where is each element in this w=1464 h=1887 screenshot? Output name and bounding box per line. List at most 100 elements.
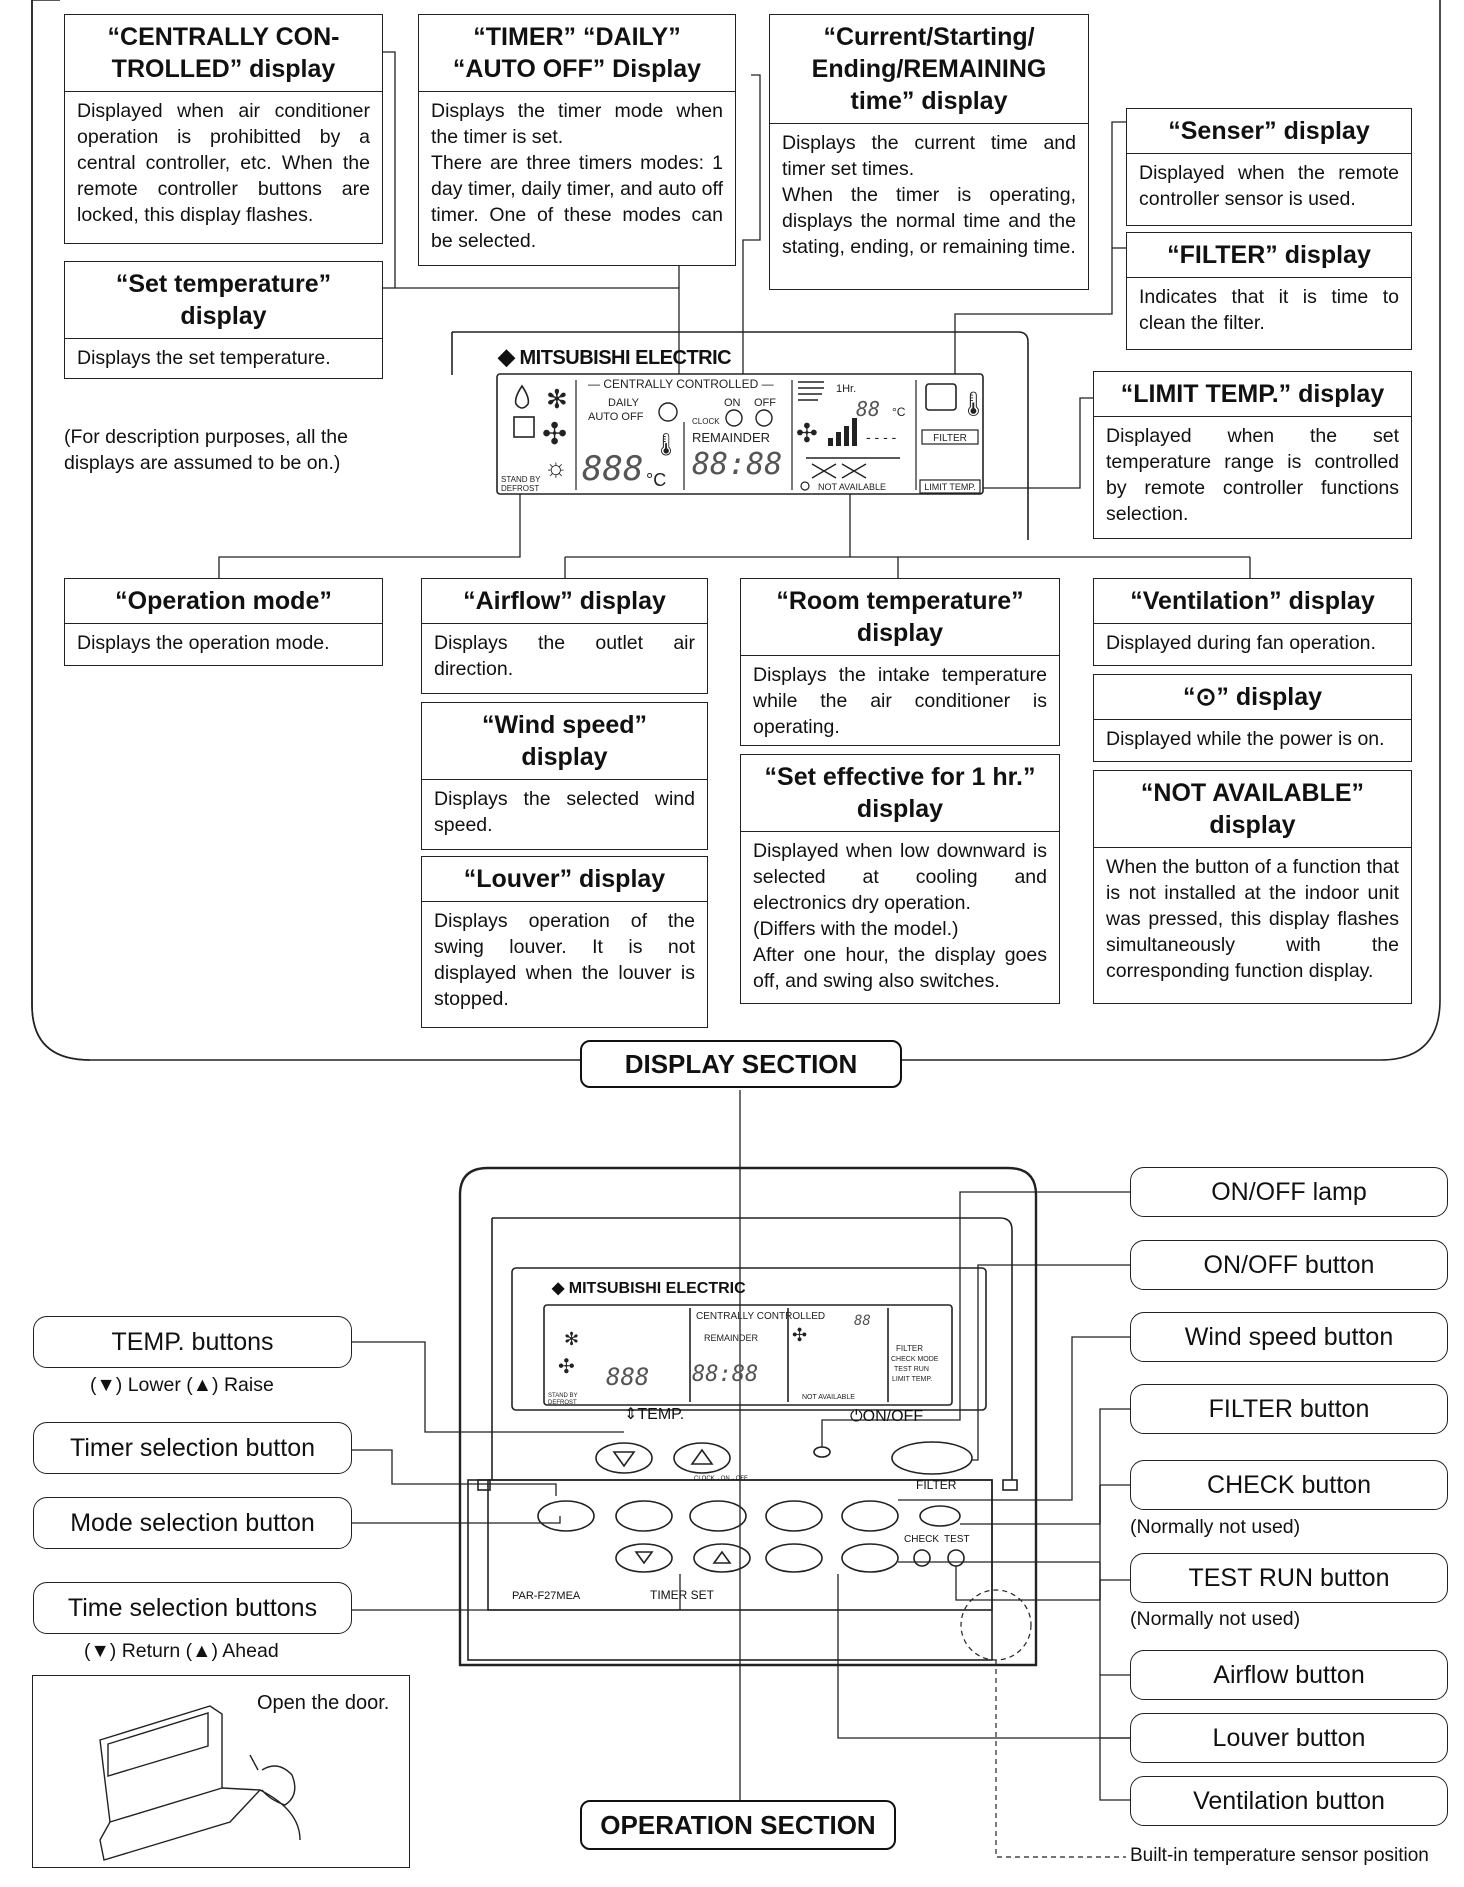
room-temperature-body: Displays the intake temperature while th… [753,664,1047,738]
filter-title: “FILTER” display [1127,233,1411,278]
sensor-icon [925,383,957,411]
remote-lcd-centrally: CENTRALLY CONTROLLED [696,1311,825,1322]
stand-by-text: STAND BY [501,475,541,484]
svg-text:✣: ✣ [792,1325,807,1345]
remote-lcd-filter: FILTER [896,1344,923,1353]
ventilation-display-box: “Ventilation” display Displayed during f… [1093,578,1412,666]
filter-button[interactable] [920,1506,960,1526]
mode-selection-button[interactable] [538,1501,594,1531]
onoff-lamp [814,1447,830,1457]
louver-button-label: Louver button [1130,1713,1448,1763]
limit-temp-title: “LIMIT TEMP.” display [1094,372,1411,417]
mitsubishi-logo-icon: ◆ [498,344,515,369]
lcd-filter-text: FILTER [933,433,967,444]
temp-buttons-label: TEMP. buttons [33,1316,352,1368]
power-display-box: “⊙” display Displayed while the power is… [1093,674,1412,762]
airflow-title: “Airflow” display [422,579,707,624]
time-return-button[interactable] [616,1544,672,1572]
heat-mode-icon: ☼ [544,452,568,482]
timer-clock-icon [658,402,678,422]
remote-brand: ◆ MITSUBISHI ELECTRIC [552,1280,746,1297]
airflow-lines-icon: - - - - [866,429,897,445]
set-temperature-title: “Set temperature” display [65,262,382,339]
defrost-text: DEFROST [501,484,539,493]
temp-lower-button[interactable] [596,1443,652,1473]
operation-mode-box: “Operation mode” Displays the operation … [64,578,383,666]
lcd-temp-digits: 888 [582,449,643,489]
room-temperature-title: “Room temperature” display [741,579,1059,656]
lcd-brand: ◆ MITSUBISHI ELECTRIC [498,344,732,369]
lcd-auto-off-text: AUTO OFF [588,411,644,423]
ventilation-button[interactable] [766,1544,822,1572]
remote-lcd-remainder: REMAINDER [704,1333,759,1343]
set-temperature-body: Displays the set temperature. [77,347,331,369]
lcd-limit-temp-text: LIMIT TEMP. [924,482,976,492]
airflow-body: Displays the outlet air direction. [434,632,695,680]
check-button[interactable] [914,1550,930,1566]
sensor-thermo-icon: 🌡 [958,391,986,418]
lcd-panel: ✻ ✣ ☼ STAND BY DEFROST — CENTRALLY CONTR… [496,373,986,495]
current-time-body: Displays the current time and timer set … [782,132,1076,258]
louver-icon [798,381,824,401]
onoff-button-label: ON/OFF button [1130,1240,1448,1290]
airflow-display-box: “Airflow” display Displays the outlet ai… [421,578,708,694]
remote-lcd-check-mode: CHECK MODE [891,1356,939,1363]
ventilation-body: Displayed during fan operation. [1106,632,1376,654]
remote-temp-label: ⇕TEMP. [624,1406,685,1423]
airflow-button[interactable] [842,1501,898,1531]
set-temperature-box: “Set temperature” display Displays the s… [64,261,383,379]
svg-text:DEFROST: DEFROST [548,1400,577,1406]
not-available-box: “NOT AVAILABLE” display When the button … [1093,770,1412,1004]
ventilation-title: “Ventilation” display [1094,579,1411,624]
not-available-body: When the button of a function that is no… [1106,856,1399,982]
centrally-body: Displayed when air conditioner operation… [77,100,370,226]
dry-mode-icon [514,384,530,409]
open-door-illustration [99,1705,301,1861]
lcd-off-text: OFF [754,397,776,409]
time-selection-label: Time selection buttons [33,1582,352,1634]
sensor-position-label: Built-in temperature sensor position [1130,1845,1429,1866]
timer-daily-box: “TIMER” “DAILY” “AUTO OFF” Display Displ… [418,14,736,266]
remote-test-label: TEST [944,1534,970,1545]
test-run-button-label: TEST RUN button [1130,1553,1448,1603]
temp-buttons-sub: (▼) Lower (▲) Raise [90,1374,274,1396]
airflow-button-label: Airflow button [1130,1650,1448,1700]
operation-mode-title: “Operation mode” [65,579,382,624]
timer-selection-button[interactable] [616,1501,672,1531]
remote-lcd-room-temp: 88 [854,1313,871,1329]
display-note: (For description purposes, all the displ… [64,426,348,474]
louver-button[interactable] [842,1544,898,1572]
lcd-unit: °C [646,470,666,490]
louver-title: “Louver” display [422,857,707,902]
wind-speed-button-label: Wind speed button [1130,1312,1448,1362]
remote-lcd-not-available: NOT AVAILABLE [802,1394,855,1401]
time-selection-sub: (▼) Return (▲) Ahead [84,1640,279,1662]
wind-speed-bars-icon [828,418,857,446]
lcd-time-digits: 88:88 [692,447,782,482]
remote-check-label: CHECK [904,1534,940,1545]
time-ahead-button[interactable] [694,1544,750,1572]
test-run-button[interactable] [948,1550,964,1566]
temp-thermo-icon: ⇕ [624,1406,638,1423]
temp-raise-button[interactable] [674,1443,730,1473]
remote-timer-set-label: TIMER SET [650,1588,715,1602]
check-button-label: CHECK button [1130,1460,1448,1510]
lcd-1hr-text: 1Hr. [836,383,856,395]
onoff-button[interactable] [892,1442,972,1474]
mode-selection-label: Mode selection button [33,1497,352,1549]
fan-mode-icon: ✣ [542,418,567,451]
power-symbol-icon: ⏻ [850,1408,863,1425]
not-available-title: “NOT AVAILABLE” display [1094,771,1411,848]
louver-body: Displays operation of the swing louver. … [434,910,695,1010]
clock-mode-button[interactable] [690,1501,746,1531]
lcd-on-text: ON [724,397,741,409]
power-title: “⊙” display [1094,675,1411,720]
lcd-remainder-text: REMAINDER [692,430,770,445]
remote-onoff-label: ⏻ON/OFF [850,1408,924,1425]
wind-speed-button[interactable] [766,1501,822,1531]
remote-controller [458,1166,1038,1667]
ventilation-button-label: Ventilation button [1130,1776,1448,1826]
remote-lcd-test-run: TEST RUN [894,1366,929,1373]
